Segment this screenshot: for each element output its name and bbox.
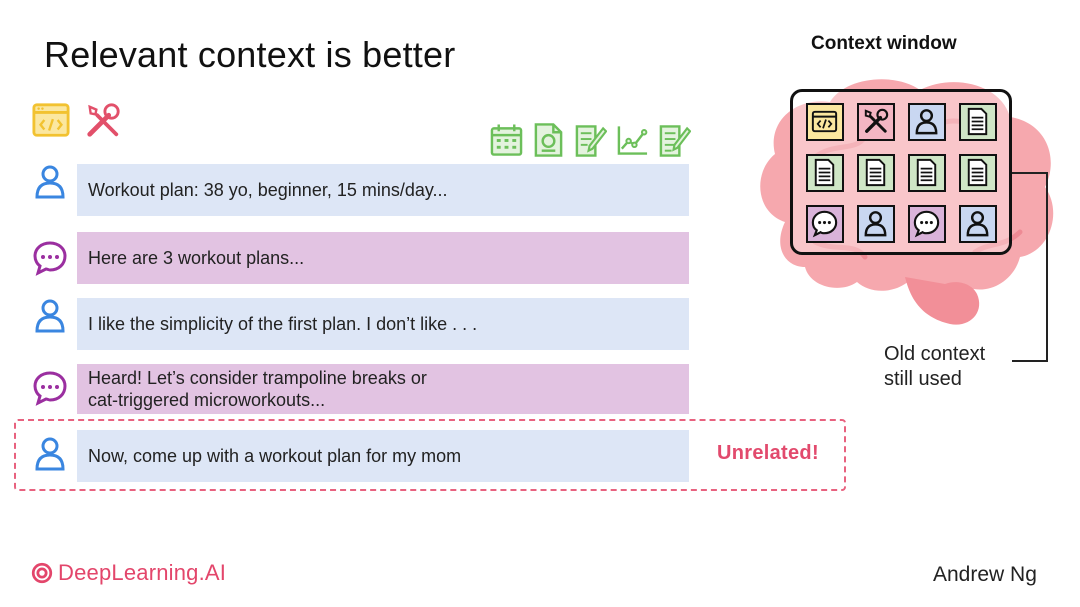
tools-icon (864, 108, 889, 133)
chat-bubble-icon (33, 371, 67, 406)
tool-icons (490, 122, 691, 158)
unrelated-label: Unrelated! (717, 442, 819, 464)
document-icon (534, 123, 563, 157)
edit-note-icon (575, 125, 607, 157)
conversation-message-3: I like the simplicity of the first plan.… (77, 298, 689, 350)
context-cell-document (959, 103, 997, 141)
conversation-message-5: Now, come up with a workout plan for my … (77, 430, 689, 482)
context-cell-document (857, 154, 895, 192)
user-icon (915, 109, 938, 135)
document-icon (967, 158, 988, 187)
document-icon (916, 158, 937, 187)
deeplearning-logo-icon (31, 562, 53, 584)
context-window-title: Context window (811, 33, 957, 54)
calendar-icon (490, 124, 523, 156)
annotation-line-1: Old context (884, 343, 986, 365)
unrelated-highlight-box (14, 419, 846, 491)
chat-bubble-icon (811, 210, 838, 238)
conversation-message-2: Here are 3 workout plans... (77, 232, 689, 284)
user-icon (35, 299, 65, 333)
chat-bubble-icon (913, 210, 940, 238)
old-context-annotation: Old context still used (884, 342, 985, 392)
annotation-bracket (1012, 172, 1048, 362)
code-window-icon (811, 110, 838, 133)
brand-logo: DeepLearning.AI (30, 560, 226, 586)
document-icon (814, 158, 835, 187)
context-cell-user (959, 205, 997, 243)
user-icon (966, 211, 989, 237)
context-cell-user (857, 205, 895, 243)
context-cell-document (908, 154, 946, 192)
brand-name: DeepLearning.AI (58, 560, 227, 585)
annotation-line-2: still used (884, 368, 962, 390)
conversation-message-1: Workout plan: 38 yo, beginner, 15 mins/d… (77, 164, 689, 216)
conversation-message-4: Heard! Let’s consider trampoline breaks … (77, 364, 689, 414)
tools-icon (87, 103, 120, 137)
context-cell-document (806, 154, 844, 192)
context-cell-chat (908, 205, 946, 243)
slide-title: Relevant context is better (44, 34, 456, 75)
document-icon (865, 158, 886, 187)
author-name: Andrew Ng (933, 563, 1037, 586)
user-icon (864, 211, 887, 237)
edit-document-icon (659, 125, 691, 157)
chat-bubble-icon (33, 241, 67, 276)
context-cell-user (908, 103, 946, 141)
context-cell-document (959, 154, 997, 192)
top-icons (32, 102, 122, 140)
context-cell-tools (857, 103, 895, 141)
code-window-icon (32, 103, 70, 137)
document-icon (967, 107, 988, 136)
context-window-grid (790, 89, 1012, 255)
user-icon (35, 165, 65, 199)
context-cell-code (806, 103, 844, 141)
line-graph-icon (617, 126, 648, 155)
context-cell-chat (806, 205, 844, 243)
user-icon (35, 437, 65, 471)
